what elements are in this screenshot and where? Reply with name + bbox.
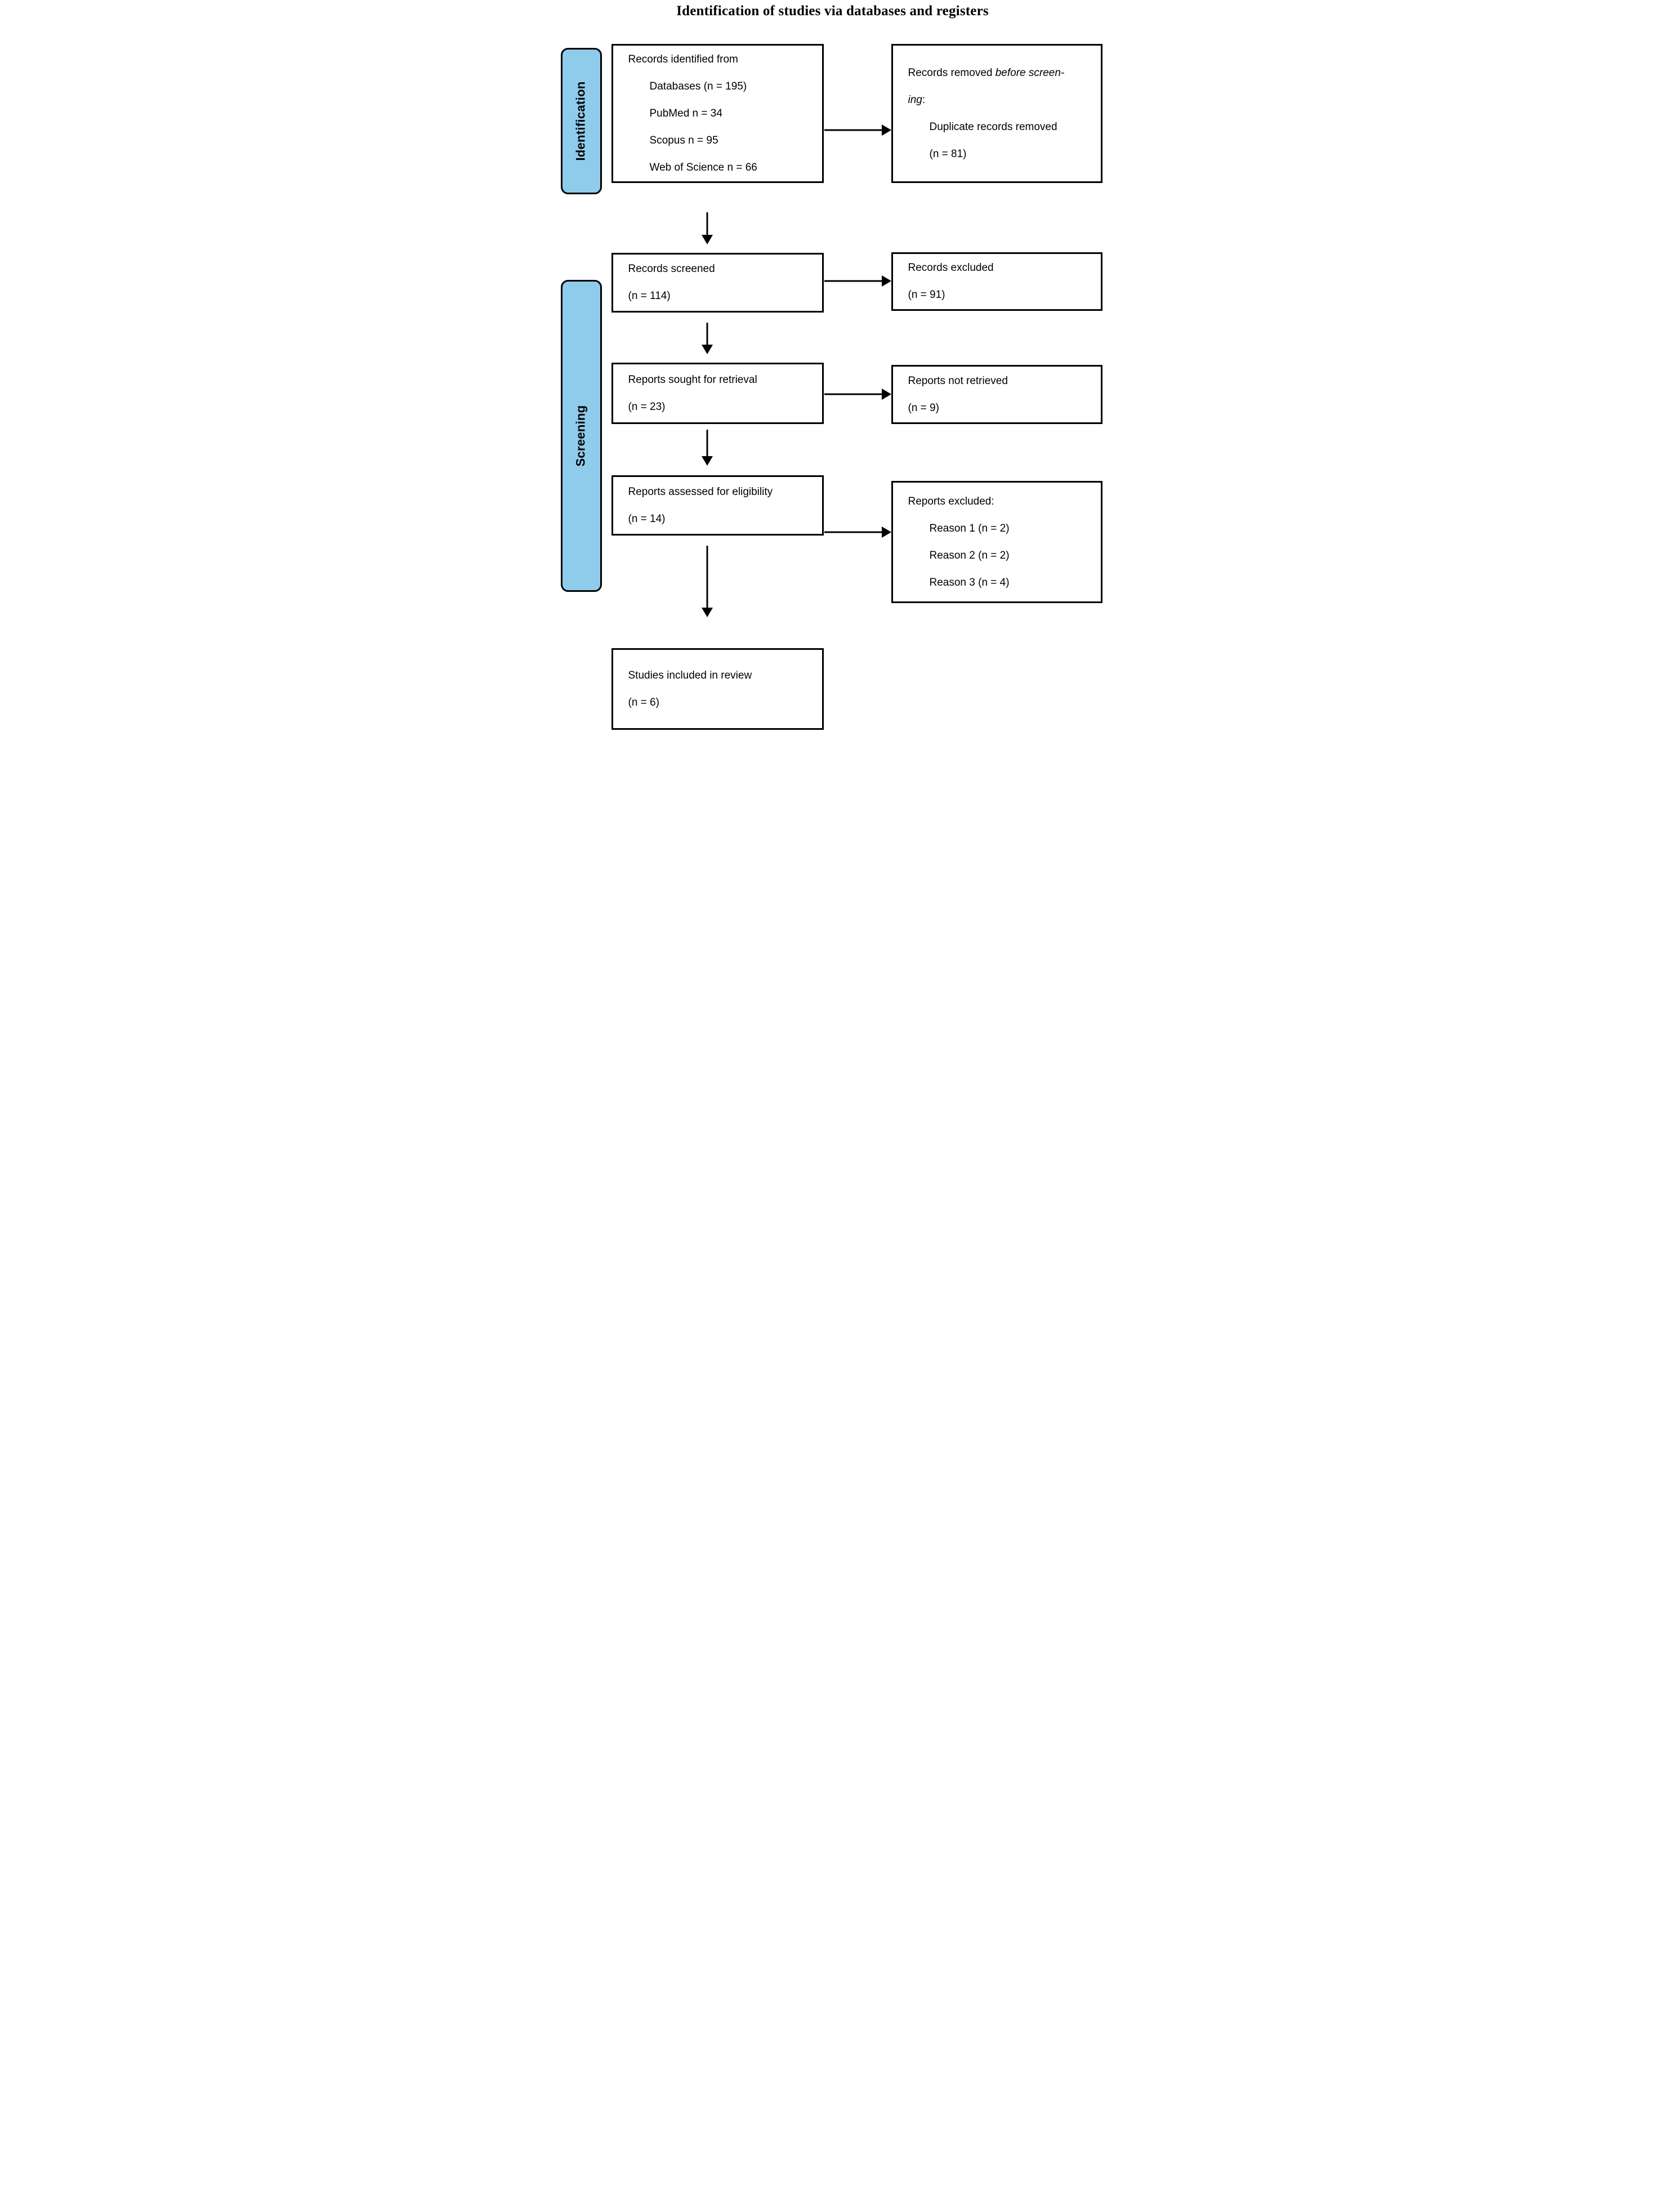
box-text-line: Reports not retrieved (908, 374, 1008, 387)
box-records-screened: Records screened (n = 114) (611, 253, 824, 313)
stage-label-identification: Identification (574, 81, 588, 161)
box-text-line: (n = 81) (929, 148, 967, 160)
arrow-down-head-icon (701, 456, 713, 466)
diagram-title: Identification of studies via databases … (676, 3, 989, 19)
box-text-line: (n = 6) (628, 696, 659, 708)
arrow-right-screened-to-excluded (824, 275, 891, 287)
box-studies-included-in-review: Studies included in review (n = 6) (611, 648, 824, 730)
box-text-line: Duplicate records removed (929, 121, 1057, 133)
arrow-stem (706, 430, 708, 457)
arrow-down-head-icon (701, 345, 713, 354)
box-text-line: (n = 23) (628, 400, 666, 413)
arrow-stem (824, 531, 883, 533)
box-text-line: Records screened (628, 263, 715, 275)
box-text-line: Records removed before screen- (908, 66, 1065, 79)
box-text-line: Databases (n = 195) (649, 80, 747, 92)
arrow-down-screened-to-sought (701, 323, 713, 354)
box-text-line: Reason 2 (n = 2) (929, 549, 1010, 561)
box-records-excluded: Records excluded (n = 91) (891, 252, 1102, 311)
arrow-stem (706, 546, 708, 609)
arrow-down-head-icon (701, 608, 713, 617)
arrow-stem (824, 393, 883, 395)
arrow-stem (824, 129, 883, 131)
arrow-right-head-icon (881, 275, 891, 287)
arrow-stem (706, 323, 708, 346)
arrow-right-head-icon (881, 124, 891, 136)
arrow-right-assessed-to-reports-excluded (824, 527, 891, 538)
stage-label-screening: Screening (574, 405, 588, 467)
arrow-stem (706, 212, 708, 236)
box-text-line: (n = 9) (908, 402, 939, 414)
box-reports-sought-for-retrieval: Reports sought for retrieval (n = 23) (611, 363, 824, 424)
box-text-line: Reports sought for retrieval (628, 373, 757, 386)
arrow-right-head-icon (881, 389, 891, 400)
arrow-right-identified-to-removed (824, 124, 891, 136)
box-text-line: Studies included in review (628, 669, 752, 681)
box-text-line: (n = 114) (628, 290, 671, 302)
box-text-line: (n = 14) (628, 512, 666, 525)
arrow-down-assessed-to-included (701, 546, 713, 617)
box-text-line: Reason 1 (n = 2) (929, 522, 1010, 534)
arrow-right-head-icon (881, 527, 891, 538)
box-reports-not-retrieved: Reports not retrieved (n = 9) (891, 365, 1102, 424)
arrow-stem (824, 280, 883, 282)
prisma-flow-diagram: Identification of studies via databases … (555, 0, 1110, 738)
box-text-line: PubMed n = 34 (649, 107, 722, 119)
box-text-line: ing: (908, 93, 926, 106)
arrow-down-head-icon (701, 235, 713, 244)
box-reports-assessed-for-eligibility: Reports assessed for eligibility (n = 14) (611, 475, 824, 536)
stage-box-screening: Screening (560, 280, 602, 592)
box-text-line: Reason 3 (n = 4) (929, 576, 1010, 588)
arrow-down-identified-to-screened (701, 212, 713, 244)
arrow-down-sought-to-assessed (701, 430, 713, 466)
box-text-line: Reports assessed for eligibility (628, 485, 773, 498)
box-text-line: Records excluded (908, 262, 994, 274)
box-text-line: Scopus n = 95 (649, 134, 718, 146)
box-reports-excluded: Reports excluded: Reason 1 (n = 2) Reason … (891, 481, 1102, 603)
box-text-line: Web of Science n = 66 (649, 161, 757, 173)
box-text-line: (n = 91) (908, 289, 945, 301)
box-text-line: Records identified from (628, 53, 738, 65)
stage-box-identification: Identification (560, 48, 602, 194)
arrow-right-sought-to-not-retrieved (824, 389, 891, 400)
box-text-line: Reports excluded: (908, 495, 994, 507)
box-records-removed-before-screening: Records removed before screen-ing: Duplic… (891, 44, 1102, 183)
